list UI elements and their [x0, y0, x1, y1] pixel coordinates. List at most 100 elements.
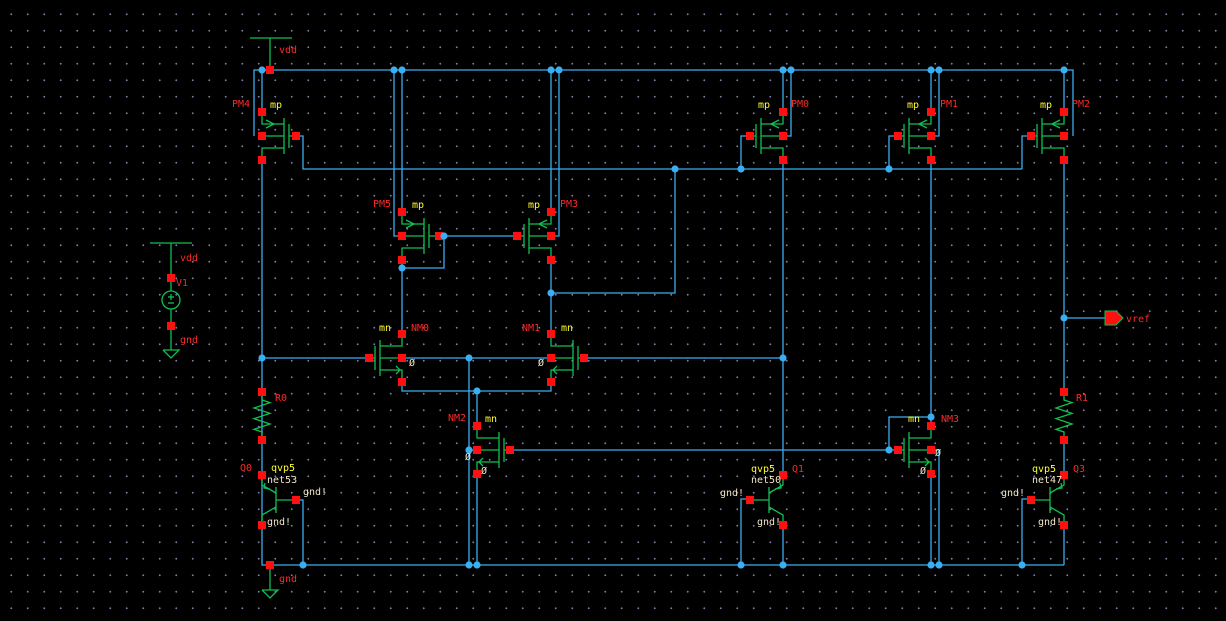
q1-base: gnd! [720, 488, 744, 499]
wire [783, 70, 792, 137]
pin [547, 208, 555, 216]
nm1-model: mn [561, 323, 573, 334]
mos-arrow [552, 365, 558, 375]
mos-arrow [395, 365, 401, 375]
junctions [258, 66, 1068, 569]
junction-dot [927, 413, 935, 421]
pin [513, 232, 521, 240]
pin [258, 436, 266, 444]
pin [746, 132, 754, 140]
pin [580, 354, 588, 362]
q3-emitter: gnd! [1038, 517, 1062, 528]
pin [547, 354, 555, 362]
pin [167, 274, 175, 282]
q0-emitter: gnd! [267, 517, 291, 528]
bjt-arrow [263, 482, 271, 490]
pin [506, 446, 514, 454]
nm2-bulk: Ø [465, 451, 471, 463]
pm4-name: PM4 [232, 99, 250, 110]
pin [473, 422, 481, 430]
pin [258, 156, 266, 164]
v1-name: V1 [176, 278, 188, 289]
junction-dot [473, 387, 481, 395]
wire [1021, 135, 1031, 169]
pin [1060, 108, 1068, 116]
q0-model: qvp5 [271, 463, 295, 474]
pin [398, 232, 406, 240]
pin [779, 156, 787, 164]
junction-dot [787, 66, 795, 74]
junction-dot [885, 446, 893, 454]
junction-dot [398, 66, 406, 74]
pin [398, 256, 406, 264]
nm1-name: NM1 [522, 323, 540, 334]
pin [894, 446, 902, 454]
pin [547, 378, 555, 386]
pm0-model: mp [758, 100, 770, 111]
junction-dot [737, 165, 745, 173]
pm1-model: mp [907, 100, 919, 111]
q3-model: qvp5 [1032, 464, 1056, 475]
pin [473, 470, 481, 478]
junction-dot [779, 354, 787, 362]
pin [1060, 388, 1068, 396]
pin [365, 354, 373, 362]
r0-name: R0 [275, 393, 287, 404]
pm3-model: mp [528, 200, 540, 211]
junction-dot [465, 561, 473, 569]
wire [1021, 498, 1031, 565]
nm0-model: mn [379, 323, 391, 334]
mos-arrow [478, 457, 484, 467]
junction-dot [779, 561, 787, 569]
junction-dot [547, 66, 555, 74]
pin [398, 378, 406, 386]
pin [779, 108, 787, 116]
mos-arrow [924, 457, 930, 467]
q1-name: Q1 [792, 464, 804, 475]
pin [1060, 521, 1068, 529]
resistor-icon [1053, 392, 1075, 440]
wire [261, 158, 1064, 566]
q0-base: gnd! [303, 487, 327, 498]
junction-dot [927, 66, 935, 74]
q0-name: Q0 [240, 463, 252, 474]
junction-dot [1018, 561, 1026, 569]
wire [888, 416, 931, 450]
wire [740, 498, 750, 565]
pm0-name: PM0 [791, 99, 809, 110]
pm5-name: PM5 [373, 199, 391, 210]
junction-dot [1060, 66, 1068, 74]
junction-dot [440, 232, 448, 240]
pm5-model: mp [412, 200, 424, 211]
q1-emitter: gnd! [757, 517, 781, 528]
junction-dot [465, 446, 473, 454]
pin [547, 232, 555, 240]
v1-gnd-label: gnd [180, 335, 198, 346]
junction-dot [465, 354, 473, 362]
pin [927, 132, 935, 140]
pin [1060, 132, 1068, 140]
q1-model: qvp5 [751, 464, 775, 475]
v1-gnd-symbol [162, 349, 181, 359]
pin [547, 256, 555, 264]
nm1-bulk: Ø [538, 357, 544, 369]
wire [296, 135, 1022, 170]
devices [150, 37, 1124, 599]
nm2-source: Ø [481, 465, 487, 477]
labels: vdd gnd vdd gnd V1 PM4 mp PM5 mp PM3 mp … [176, 45, 1150, 585]
q0-net: net53 [267, 475, 297, 486]
pin [1027, 132, 1035, 140]
mos-arrow [405, 219, 416, 229]
vdd-label: vdd [279, 45, 297, 56]
mos-arrow [917, 119, 928, 129]
wire [740, 135, 750, 169]
mos-arrow [769, 119, 780, 129]
junction-dot [927, 561, 935, 569]
wire [888, 135, 898, 169]
junction-dot [935, 66, 943, 74]
pm1-name: PM1 [940, 99, 958, 110]
pin [258, 108, 266, 116]
junction-dot [258, 354, 266, 362]
junction-dot [779, 66, 787, 74]
